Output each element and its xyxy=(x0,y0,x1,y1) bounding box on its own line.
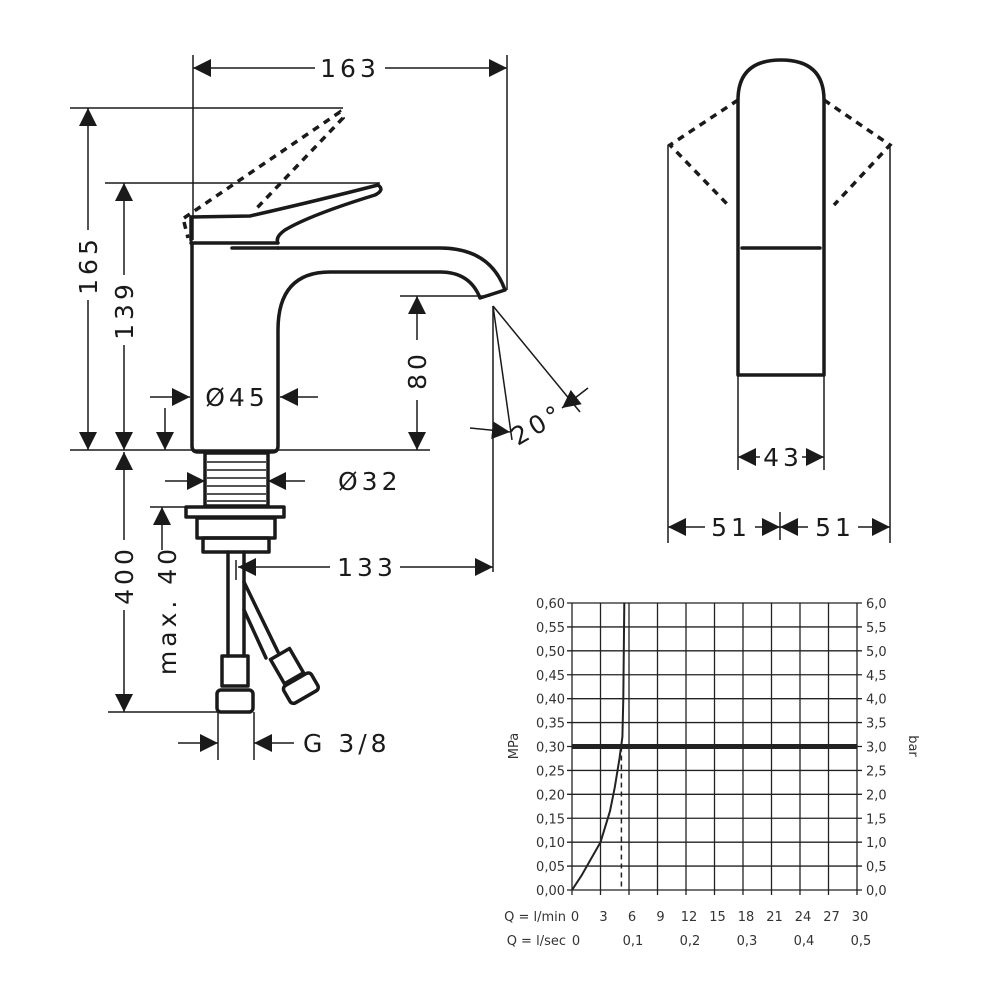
dim-51-left: 51 xyxy=(711,513,751,542)
x-axis-label-min: Q = l/min xyxy=(504,910,566,925)
y-tick-label-left: 0,55 xyxy=(536,621,565,636)
y-tick-label-left: 0,15 xyxy=(536,812,565,827)
dim-diameter-45: Ø45 xyxy=(205,383,269,412)
dim-g-3-8: G 3/8 xyxy=(303,729,391,758)
y-tick-label-left: 0,30 xyxy=(536,741,565,756)
flow-curve xyxy=(571,602,626,891)
y-tick-label-right: 5,5 xyxy=(866,621,887,636)
dim-51-right: 51 xyxy=(815,513,855,542)
dim-diameter-32: Ø32 xyxy=(338,467,402,496)
y-tick-label-right: 0,0 xyxy=(866,884,887,899)
x-tick-label-min: 9 xyxy=(656,910,664,925)
lever xyxy=(189,183,383,245)
x-tick-label-min: 15 xyxy=(709,910,726,925)
y-tick-label-right: 4,0 xyxy=(866,693,887,708)
y-tick-label-right: 2,5 xyxy=(866,764,887,779)
x-tick-label-sec: 0,5 xyxy=(851,934,872,949)
x-tick-label-min: 30 xyxy=(852,910,869,925)
y-axis-label-left: MPa xyxy=(507,733,522,759)
y-tick-label-left: 0,05 xyxy=(536,860,565,875)
y-tick-label-right: 3,5 xyxy=(866,717,887,732)
faucet-body xyxy=(190,242,507,454)
x-tick-label-min: 18 xyxy=(738,910,755,925)
x-tick-label-sec: 0,4 xyxy=(794,934,815,949)
y-tick-label-right: 3,0 xyxy=(866,741,887,756)
dim-400: 400 xyxy=(110,545,139,605)
y-tick-label-right: 5,0 xyxy=(866,645,887,660)
y-tick-label-left: 0,25 xyxy=(536,764,565,779)
thread-shank xyxy=(203,451,270,508)
x-tick-label-sec: 0,2 xyxy=(680,934,701,949)
y-tick-label-left: 0,10 xyxy=(536,836,565,851)
dim-133: 133 xyxy=(337,553,397,582)
x-tick-label-min: 12 xyxy=(681,910,698,925)
y-tick-label-right: 6,0 xyxy=(866,597,887,612)
dim-43: 43 xyxy=(763,443,803,472)
dimension-lines xyxy=(70,55,589,760)
y-tick-label-left: 0,00 xyxy=(536,884,565,899)
y-tick-label-left: 0,40 xyxy=(536,693,565,708)
x-tick-label-sec: 0,1 xyxy=(623,934,644,949)
x-tick-label-min: 27 xyxy=(823,910,840,925)
dim-163: 163 xyxy=(320,54,380,83)
handle-front-view: 43 51 51 xyxy=(667,58,893,543)
dim-165: 165 xyxy=(74,235,103,295)
y-tick-label-right: 0,5 xyxy=(866,860,887,875)
x-tick-label-min: 21 xyxy=(766,910,783,925)
x-axis-label-sec: Q = l/sec xyxy=(507,934,566,949)
y-tick-label-left: 0,60 xyxy=(536,597,565,612)
y-tick-label-left: 0,50 xyxy=(536,645,565,660)
dimension-labels: 163 165 139 80 Ø45 20° Ø32 max. 40 400 1… xyxy=(74,54,569,758)
dim-80: 80 xyxy=(403,350,432,390)
y-tick-label-left: 0,35 xyxy=(536,717,565,732)
dim-max-40: max. 40 xyxy=(153,545,182,675)
faucet-side-view xyxy=(182,109,507,714)
y-tick-label-right: 1,0 xyxy=(866,836,887,851)
x-tick-label-sec: 0 xyxy=(572,934,580,949)
y-tick-label-right: 4,5 xyxy=(866,669,887,684)
supply-hoses xyxy=(215,550,321,714)
nut xyxy=(195,516,277,540)
x-tick-label-sec: 0,3 xyxy=(737,934,758,949)
flow-pressure-chart: MPa bar Q = l/min Q = l/sec 0,00 0,0 0,05 0… xyxy=(504,597,920,949)
x-tick-label-min: 6 xyxy=(628,910,636,925)
x-tick-label-min: 3 xyxy=(599,910,607,925)
lever-raised-outline xyxy=(182,109,346,239)
x-tick-label-min: 24 xyxy=(795,910,812,925)
x-tick-label-min: 0 xyxy=(571,910,579,925)
y-tick-label-left: 0,20 xyxy=(536,788,565,803)
dim-139: 139 xyxy=(110,280,139,340)
y-tick-label-right: 2,0 xyxy=(866,788,887,803)
flange xyxy=(184,505,286,519)
y-tick-label-right: 1,5 xyxy=(866,812,887,827)
y-tick-label-left: 0,45 xyxy=(536,669,565,684)
dim-angle-20: 20° xyxy=(506,398,569,451)
y-axis-label-right: bar xyxy=(905,735,920,757)
